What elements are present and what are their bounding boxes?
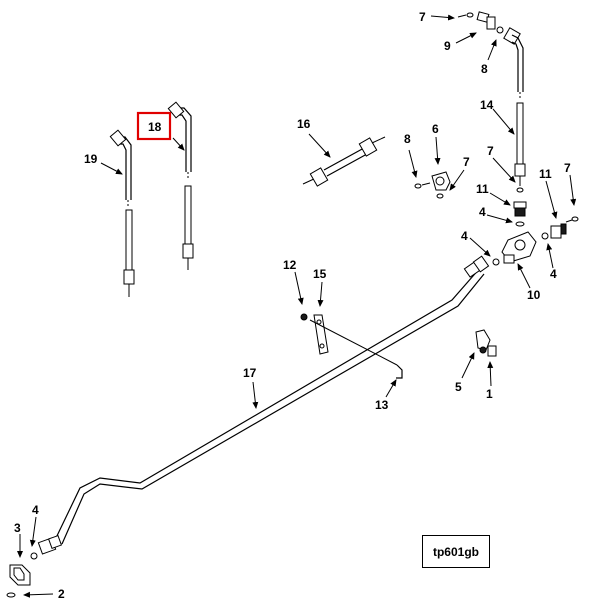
callout-2: 2	[58, 587, 65, 601]
callout-labels: 7 9 8 14 16 18 19 8 6 7 7 11 11 7 4 4 4 …	[14, 10, 571, 601]
callout-8: 8	[481, 62, 488, 76]
tube-18	[167, 101, 194, 270]
callout-7-c: 7	[487, 144, 494, 158]
highlight-box-18	[136, 111, 172, 141]
bracket-15	[300, 313, 403, 379]
callout-9: 9	[444, 39, 451, 53]
callout-8-b: 8	[404, 132, 411, 146]
callout-5: 5	[455, 380, 462, 394]
callout-1: 1	[486, 387, 493, 401]
tube-16	[302, 136, 386, 187]
callout-12: 12	[283, 258, 297, 272]
callout-4-d: 4	[32, 503, 39, 517]
callout-leaders	[17, 14, 577, 598]
elbow-fitting-6	[414, 171, 451, 199]
callout-11-b: 11	[539, 167, 552, 181]
callout-4-b: 4	[461, 229, 468, 243]
callout-7: 7	[419, 10, 426, 24]
callout-15: 15	[313, 267, 327, 281]
callout-14: 14	[480, 98, 494, 112]
callout-7-b: 7	[463, 155, 470, 169]
callout-6: 6	[432, 122, 439, 136]
tube-19	[109, 129, 135, 297]
callout-16: 16	[297, 117, 311, 131]
tube-14	[457, 11, 526, 193]
callout-7-d: 7	[564, 161, 571, 175]
callout-18: 18	[148, 120, 162, 134]
callout-10: 10	[527, 288, 541, 302]
callout-19: 19	[84, 152, 98, 166]
clamp-5	[475, 329, 497, 357]
main-tube-17	[37, 255, 490, 555]
elbow-fitting-3	[6, 552, 38, 598]
callout-11: 11	[476, 182, 489, 196]
callout-4: 4	[479, 205, 486, 219]
callout-3: 3	[14, 521, 21, 535]
callout-4-c: 4	[550, 267, 557, 281]
reference-id-label: tp601gb	[422, 535, 490, 568]
tee-fitting-10	[492, 201, 579, 266]
callout-13: 13	[375, 398, 389, 412]
callout-17: 17	[243, 366, 257, 380]
